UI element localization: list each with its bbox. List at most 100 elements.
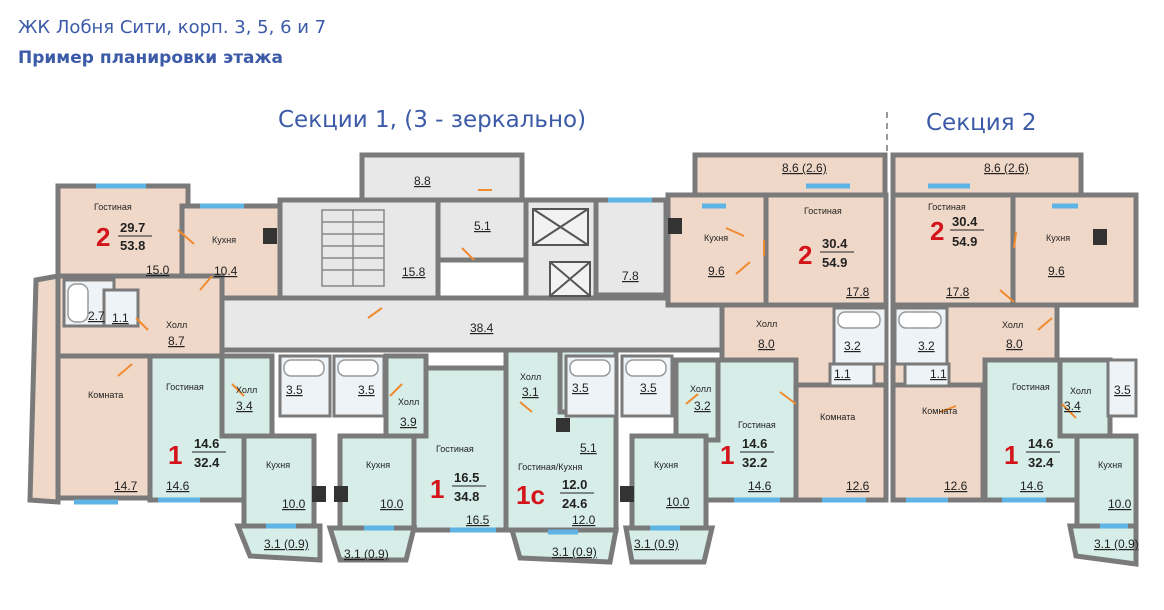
apt-b-rooms: 1 [168,440,182,470]
apt-f-bath-area: 3.2 [844,339,861,353]
apt-h-rooms: 1 [1004,440,1018,470]
apt-b-gost-area: 14.6 [166,479,190,493]
apt-f-room-area: 12.6 [846,479,870,493]
apt-g-loggia: 8.6 (2.6) [984,161,1029,175]
apt-c-living: 16.5 [454,470,479,485]
apt-h-kitchen-area: 10.0 [1108,497,1132,511]
apt-g-hall-label: Холл [1002,320,1023,330]
windows [74,183,1128,535]
section-right-title: Секция 2 [926,110,1037,136]
apt-g-wc-area: 1.1 [930,367,947,381]
apt-c-bath-area: 3.5 [358,383,375,397]
apt-b-kitchen-area: 10.0 [282,497,306,511]
apt-b-hall-area: 3.4 [236,399,253,413]
apt-h-hall-area: 3.4 [1064,399,1081,413]
apt-c-kitchen-label: Кухня [366,460,390,470]
apt-a-gost-label: Гостиная [94,202,132,212]
apt-e-kitchen-area: 10.0 [666,495,690,509]
apt-f-rooms: 2 [798,240,812,270]
lift-icon [532,208,591,297]
apt-d-balcony: 3.1 (0.9) [552,545,597,559]
bathtub-icons [67,283,942,377]
apt-g-kitchen-area: 9.6 [1048,264,1065,278]
apt-e-kitchen-label: Кухня [654,460,678,470]
apt-d-lobby-area: 5.1 [580,441,597,455]
apt-a-hall-label: Холл [166,320,187,330]
apt-d-rooms: 1с [516,480,545,510]
apt-d-living: 12.0 [562,477,587,492]
apt-h-gost-label: Гостиная [1012,382,1050,392]
apartment-h [982,357,1139,567]
lift-lobby-area: 7.8 [622,269,639,283]
apt-e-gost-label: Гостиная [738,420,776,430]
apartment-f [665,152,889,503]
apt-b-bath-area: 3.5 [286,383,303,397]
apt-f-total: 54.9 [822,255,847,270]
apt-a-bath-area: 2.7 [88,309,105,323]
stair-top-area: 8.8 [414,174,431,188]
stove-icons [263,218,1107,502]
corridor-area: 38.4 [470,321,494,335]
apt-f-hall-label: Холл [756,319,777,329]
page-subtitle: Пример планировки этажа [18,48,283,68]
apt-f-wc-area: 1.1 [834,367,851,381]
apt-a-total: 53.8 [120,238,145,253]
apt-a-hall-area: 8.7 [168,334,185,348]
apt-h-kitchen-label: Кухня [1098,460,1122,470]
apt-e-gost-area: 14.6 [748,479,772,493]
apt-h-living: 14.6 [1028,436,1053,451]
apartment-c [326,353,509,563]
apt-c-gost-area: 16.5 [466,513,490,527]
apt-d-hall-area: 3.1 [522,385,539,399]
apt-g-living: 30.4 [952,214,978,229]
apt-c-rooms: 1 [430,474,444,504]
apt-g-room-area: 12.6 [944,479,968,493]
apt-e-living: 14.6 [742,436,767,451]
apt-d-gost-label: Гостиная/Кухня [518,462,582,472]
apt-e-rooms: 1 [720,440,734,470]
apt-h-gost-area: 14.6 [1020,479,1044,493]
apt-f-gost-label: Гостиная [804,206,842,216]
apt-f-room-label: Комната [820,412,855,422]
apt-a-kitchen-label: Кухня [212,235,236,245]
apt-e-total: 32.2 [742,455,767,470]
apt-a-room-area: 14.7 [114,479,138,493]
apt-g-total: 54.9 [952,234,977,249]
apt-e-hall-label: Холл [690,384,711,394]
lobby-small-area: 5.1 [474,219,491,233]
apt-a-gost-area: 15.0 [146,263,170,277]
apt-d-total: 24.6 [562,496,587,511]
apt-e-bath-area: 3.5 [640,381,657,395]
apartment-e [623,357,799,565]
stair-room-area: 15.8 [402,265,426,279]
apt-f-gost-area: 17.8 [846,285,870,299]
apt-f-living: 30.4 [822,236,848,251]
apt-b-kitchen-label: Кухня [266,460,290,470]
apt-b-total: 32.4 [194,455,220,470]
stair-icon [321,209,385,287]
apt-d-bath-area: 3.5 [572,381,589,395]
apt-g-kitchen-label: Кухня [1046,233,1070,243]
apt-g-bath-area: 3.2 [918,339,935,353]
apt-g-hall-area: 8.0 [1006,337,1023,351]
apt-a-room-label: Комната [88,390,123,400]
apt-g-gost-label: Гостиная [928,202,966,212]
section-left-title: Секции 1, (3 - зеркально) [278,107,587,133]
apt-a-rooms: 2 [96,222,110,252]
apt-h-hall-label: Холл [1070,386,1091,396]
apt-b-hall-label: Холл [236,385,257,395]
apt-b-living: 14.6 [194,436,219,451]
doors [117,189,1077,419]
apt-a-kitchen-area: 10.4 [214,264,238,278]
apt-b-gost-label: Гостиная [166,382,204,392]
apt-d-hall-label: Холл [520,372,541,382]
apt-f-kitchen-area: 9.6 [708,264,725,278]
apt-c-hall-label: Холл [398,397,419,407]
apt-c-kitchen-area: 10.0 [380,497,404,511]
apt-f-kitchen-label: Кухня [704,233,728,243]
apt-a-wc-area: 1.1 [112,311,129,325]
apt-a-living: 29.7 [120,220,145,235]
apt-c-gost-label: Гостиная [436,444,474,454]
apt-g-rooms: 2 [930,216,944,246]
page-title: ЖК Лобня Сити, корп. 3, 5, 6 и 7 [18,17,327,38]
